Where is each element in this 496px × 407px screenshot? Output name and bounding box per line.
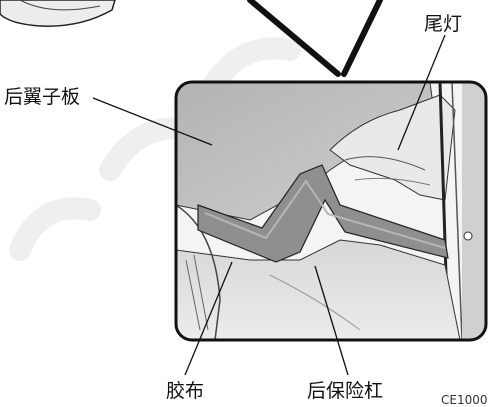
detail-inset: [176, 82, 486, 340]
taillight-housing: [329, 94, 456, 201]
rear-bumper-panel: [176, 239, 461, 340]
taillight-label: 尾灯: [424, 13, 463, 35]
leader-lines: [92, 34, 446, 376]
vehicle-overview-fragment: [0, 0, 116, 27]
figure-code: CE1000: [441, 393, 488, 407]
zoom-connector-lines: [247, 0, 383, 77]
rear-bumper-label: 后保险杠: [307, 380, 384, 402]
tape-strip: [197, 164, 449, 263]
tape-label: 胶布: [166, 380, 205, 402]
inset-frame: [174, 80, 488, 342]
rear-fender-label: 后翼子板: [4, 86, 81, 108]
